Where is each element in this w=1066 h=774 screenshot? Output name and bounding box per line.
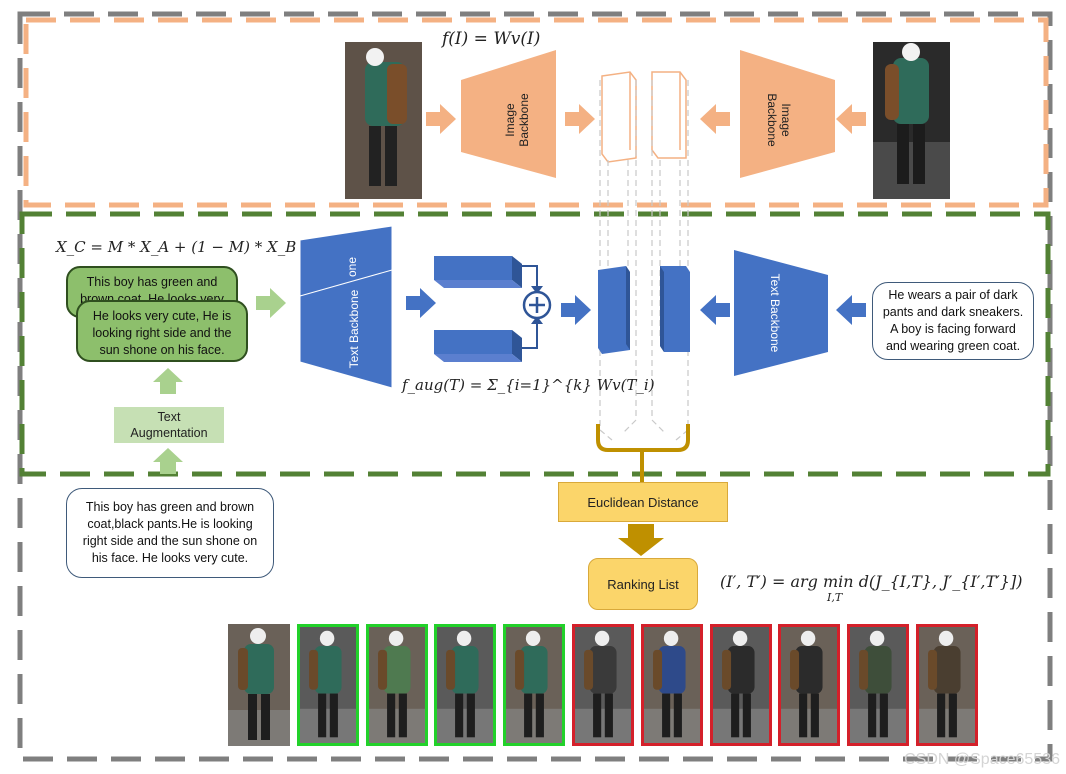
text-backbone-front-label: Text Backbone xyxy=(347,289,361,369)
mix-formula: X_C = M * X_A + (1 − M) * X_B xyxy=(56,238,297,256)
image-backbone-left-label: Image Backbone xyxy=(503,93,531,147)
ranking-formula: (I′, T′) = arg min d(J_{I,T}, J′_{I′,T′}… xyxy=(720,572,1023,591)
arrow-orange-2 xyxy=(565,104,595,134)
arrow-green-up-2 xyxy=(153,448,183,474)
text-augmentation-box: Text Augmentation xyxy=(114,407,224,443)
gallery-photo-9 xyxy=(778,624,841,746)
text-backbone-front xyxy=(299,225,393,389)
euclidean-distance-box: Euclidean Distance xyxy=(558,482,728,522)
gallery-photo-3 xyxy=(365,624,428,746)
watermark: CSDN @Space65536 xyxy=(904,751,1060,768)
distance-fork xyxy=(596,424,690,484)
plus-arrowhead-bottom xyxy=(531,316,543,324)
image-module-frame xyxy=(23,17,1049,208)
gallery-photo-4 xyxy=(434,624,497,746)
aug-feature-bottom xyxy=(434,330,522,362)
image-backbone-right-label: Image Backbone xyxy=(765,93,793,147)
aug-box-line2: Augmentation xyxy=(130,426,208,440)
arrow-blue-4 xyxy=(836,295,866,325)
arrow-orange-1 xyxy=(426,104,456,134)
arrow-orange-4 xyxy=(836,104,866,134)
aug-box-line1: Text xyxy=(157,410,181,424)
feature-tubes xyxy=(599,80,689,441)
text-feature-left xyxy=(598,266,630,354)
arrow-blue-3 xyxy=(700,295,730,325)
gallery-photo-1 xyxy=(228,624,290,746)
gallery-photo-10 xyxy=(847,624,910,746)
right-text-bubble: He wears a pair of dark pants and dark s… xyxy=(872,282,1034,360)
gallery-photo-7 xyxy=(640,624,703,746)
gallery-photo-11 xyxy=(916,624,978,746)
arrow-blue-2 xyxy=(561,295,591,325)
plus-icon xyxy=(522,290,552,320)
arrow-gold-down xyxy=(618,524,664,556)
aug-feature-top xyxy=(434,256,522,288)
gallery-photo-8 xyxy=(709,624,772,746)
arrow-green-right xyxy=(256,288,286,318)
ranking-formula-sub: I,T xyxy=(827,591,843,604)
query-photo-top-right xyxy=(873,42,950,199)
gallery-photo-6 xyxy=(572,624,634,746)
arrow-blue-1 xyxy=(406,288,436,318)
arrow-green-up-1 xyxy=(153,368,183,394)
image-backbone-left xyxy=(461,50,556,178)
image-backbone-right xyxy=(740,50,835,178)
gallery-photo-5 xyxy=(503,624,566,746)
image-feature-left xyxy=(601,71,637,163)
text-feature-right xyxy=(660,266,690,352)
input-text-bubble: This boy has green and brown coat,black … xyxy=(66,488,274,578)
augmented-text-front: He looks very cute, He is looking right … xyxy=(76,300,248,362)
text-module-frame xyxy=(19,211,1051,477)
plus-connectors xyxy=(522,265,538,349)
image-formula: f(I) = Wv(I) xyxy=(442,29,541,49)
aug-formula: f_aug(T) = Σ_{i=1}^{k} Wv(T_i) xyxy=(402,376,655,394)
arrow-orange-3 xyxy=(700,104,730,134)
ranking-gallery xyxy=(228,624,978,746)
query-photo-top-left xyxy=(345,42,422,199)
image-feature-right xyxy=(651,71,687,159)
gallery-photo-2 xyxy=(296,624,359,746)
text-backbone-right xyxy=(734,250,828,376)
ranking-list-box: Ranking List xyxy=(588,558,698,610)
text-backbone-divider xyxy=(299,269,393,297)
plus-arrowhead-top xyxy=(531,286,543,294)
text-backbone-right-label: Text Backbone xyxy=(768,273,782,353)
